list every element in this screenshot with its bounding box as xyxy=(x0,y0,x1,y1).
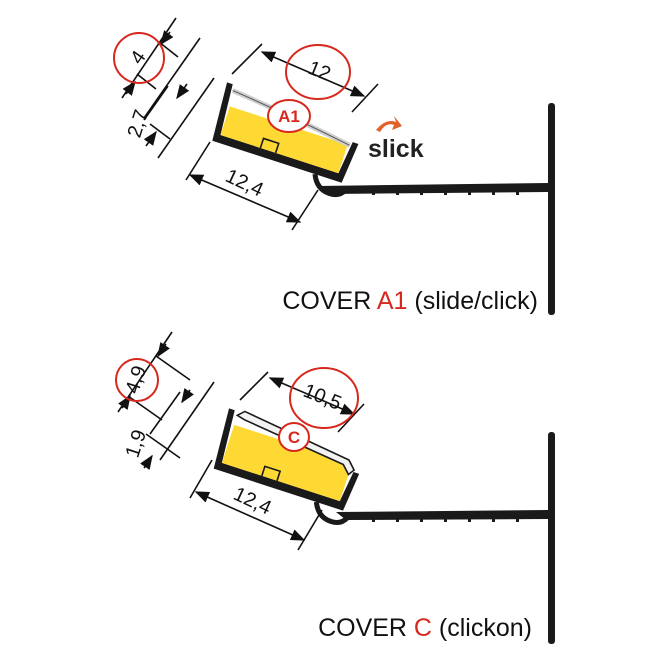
slick-logo-text: slick xyxy=(368,135,424,163)
caption-a1-code: A1 xyxy=(377,287,408,315)
caption-c-prefix: COVER xyxy=(318,614,414,642)
led-profile-a1 xyxy=(212,82,359,198)
dim-c-height-inner: 1,9 xyxy=(122,388,194,470)
wall-bracket-a xyxy=(318,103,555,315)
dim-a-height-total-label: 4 xyxy=(126,47,150,69)
caption-a1: COVER A1 (slide/click) xyxy=(282,287,538,315)
dim-c-height-inner-label: 1,9 xyxy=(122,427,152,460)
dim-a-height-total: 4 xyxy=(113,17,201,119)
cover-c xyxy=(235,410,356,476)
led-strip-area xyxy=(220,106,348,174)
dim-c-top-width-label: 10,5 xyxy=(300,380,344,415)
caption-c-code: C xyxy=(414,614,432,642)
badge-c-label: C xyxy=(288,428,300,447)
dim-a-bottom-width-label: 12,4 xyxy=(222,165,267,201)
diagram-c: C 4,9 1,9 10,5 xyxy=(115,331,555,644)
diagram-a1: A1 slick 4 2,7 xyxy=(113,17,555,315)
caption-a1-prefix: COVER xyxy=(282,287,376,315)
slick-logo: slick xyxy=(368,116,424,163)
dim-c-bottom-width-label: 12,4 xyxy=(230,483,275,519)
caption-a1-suffix: (slide/click) xyxy=(407,287,538,315)
led-profile-c xyxy=(213,408,360,525)
badge-c: C xyxy=(278,422,310,452)
wall-bracket-c xyxy=(336,432,555,644)
dim-a-height-inner: 2,7 xyxy=(124,77,215,159)
led-strip-area-c xyxy=(221,424,353,502)
caption-c-suffix: (clickon) xyxy=(432,614,532,642)
badge-a1-label: A1 xyxy=(278,107,300,126)
caption-c: COVER C (clickon) xyxy=(318,614,532,642)
badge-a1: A1 xyxy=(267,99,311,133)
slick-arrow-icon xyxy=(376,116,402,132)
